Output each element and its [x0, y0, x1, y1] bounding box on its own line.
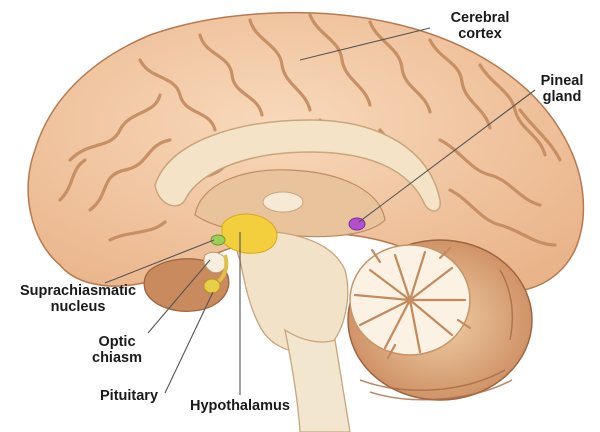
thalamus-oval — [263, 192, 303, 212]
label-pineal-gland: Pineal gland — [532, 73, 592, 105]
label-suprachiasmatic-nucleus: Suprachiasmatic nucleus — [3, 283, 153, 315]
label-hypothalamus: Hypothalamus — [190, 398, 290, 414]
brainstem — [285, 330, 350, 432]
cerebellum — [348, 240, 532, 400]
label-optic-chiasm: Optic chiasm — [82, 334, 152, 366]
label-pituitary: Pituitary — [100, 388, 158, 404]
pituitary-shape — [204, 279, 220, 293]
label-cerebral-cortex: Cerebral cortex — [430, 10, 530, 42]
